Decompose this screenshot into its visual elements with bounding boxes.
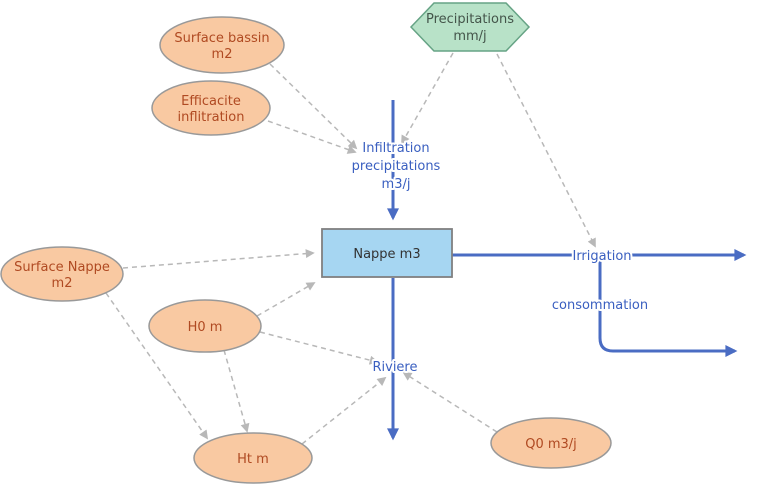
variable-efficacite[interactable]: Efficacite inflitration — [151, 80, 271, 136]
flow-label-irrigation: Irrigation — [572, 249, 631, 264]
variable-ht-shape[interactable] — [193, 432, 313, 484]
stock-nappe[interactable]: Nappe m3 — [321, 228, 453, 278]
link-surface-bassin-to-infiltration[interactable] — [269, 63, 358, 150]
converter-precipitations-line1: Precipitations — [426, 12, 514, 27]
variable-q0-shape[interactable] — [490, 417, 612, 469]
influence-links — [105, 52, 596, 445]
variable-q0[interactable]: Q0 m3/j — [490, 417, 612, 469]
link-precipitations-to-infiltration[interactable] — [401, 52, 454, 145]
variable-ht-label: Ht m — [237, 452, 269, 467]
link-h0-to-nappe[interactable] — [256, 282, 316, 317]
variable-h0-shape[interactable] — [148, 299, 262, 353]
variable-surface-bassin-line1: Surface bassin — [174, 31, 269, 46]
variable-ht[interactable]: Ht m — [193, 432, 313, 484]
variable-efficacite-line1: Efficacite — [181, 94, 241, 109]
converter-precipitations-line2: mm/j — [453, 29, 486, 44]
variable-surface-nappe[interactable]: Surface Nappe m2 — [0, 246, 124, 302]
variable-surface-bassin-line2: m2 — [212, 47, 233, 62]
flow-consommation-pipe[interactable] — [598, 255, 738, 357]
variable-h0-label: H0 m — [188, 320, 223, 335]
stock-nappe-shape[interactable] — [321, 228, 453, 278]
variable-q0-label: Q0 m3/j — [525, 437, 577, 452]
variable-surface-nappe-line1: Surface Nappe — [14, 260, 110, 275]
link-h0-to-riviere[interactable] — [259, 331, 379, 365]
link-efficacite-to-infiltration[interactable] — [267, 120, 357, 154]
link-precipitations-to-irrigation[interactable] — [496, 53, 596, 248]
variable-surface-bassin[interactable]: Surface bassin m2 — [159, 16, 285, 74]
converter-precipitations[interactable]: Precipitations mm/j — [409, 2, 531, 52]
flow-label-riviere: Riviere — [372, 360, 417, 375]
link-q0-to-riviere[interactable] — [402, 372, 498, 433]
converter-precipitations-shape[interactable] — [409, 2, 531, 52]
flow-label-consommation: consommation — [552, 298, 648, 313]
flow-labels: Infiltration precipitations m3/j Irrigat… — [350, 139, 650, 377]
flow-label-infiltration-line3: m3/j — [382, 177, 411, 192]
variable-surface-nappe-shape[interactable] — [0, 246, 124, 302]
link-ht-to-riviere[interactable] — [301, 376, 387, 445]
variable-surface-nappe-line2: m2 — [52, 276, 73, 291]
variable-h0[interactable]: H0 m — [148, 299, 262, 353]
flow-label-infiltration-line1: Infiltration — [362, 141, 429, 156]
link-surface-nappe-to-nappe[interactable] — [122, 249, 315, 269]
flow-pipes — [387, 100, 747, 441]
stock-nappe-label: Nappe m3 — [353, 247, 420, 262]
variable-efficacite-line2: inflitration — [178, 110, 245, 125]
variable-efficacite-shape[interactable] — [151, 80, 271, 136]
link-surface-nappe-to-ht[interactable] — [105, 292, 209, 440]
flow-label-infiltration-line2: precipitations — [352, 159, 441, 174]
link-h0-to-ht[interactable] — [223, 349, 250, 433]
variable-surface-bassin-shape[interactable] — [159, 16, 285, 74]
